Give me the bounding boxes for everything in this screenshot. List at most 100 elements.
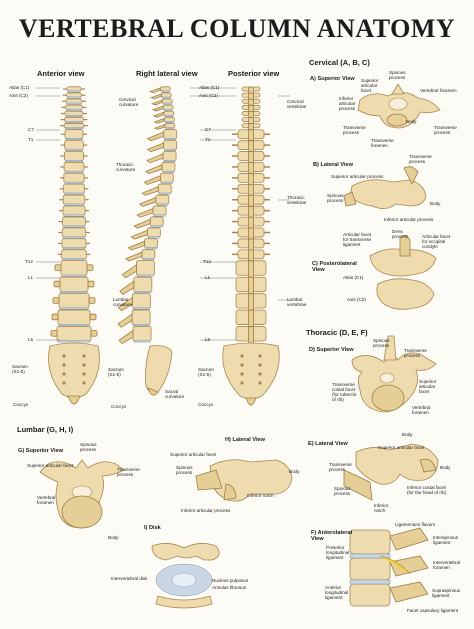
cervical-a-title: A) Superior View	[310, 76, 355, 82]
posterior-view-heading: Posterior view	[228, 69, 280, 78]
cervical-b-body: Body	[430, 201, 441, 206]
lumbar-superior-view-illustration	[39, 459, 125, 529]
cervical-curvature-label: Cervical curvature	[119, 97, 139, 108]
lumbar-g-superior-articular-facet: Superior articular facet	[27, 463, 74, 468]
cervical-posterolateral-view-illustration	[369, 235, 437, 310]
middle-t12-label: T12	[203, 259, 211, 264]
cervical-a-transverse-foramen: Transverse foramen	[371, 138, 394, 149]
lumbar-lateral-view-illustration	[195, 459, 293, 502]
lumbar-i-annulus-fibrosus: Annulus fibrosus	[212, 585, 246, 590]
thoracic-f-facet-capsulary-ligament: Facet capsulary ligament	[407, 608, 459, 613]
thoracic-e-superior-articular-facet: Superior articular facet	[378, 445, 425, 450]
cervical-vertebrae-label: Cervical vertebrae	[287, 99, 307, 110]
vertebra-anterior	[56, 325, 92, 342]
cervical-b-inferior-articular-process: Inferior articular process	[384, 217, 434, 222]
lumbar-h-body: Body	[289, 469, 300, 474]
middle-l1-label: L1	[205, 275, 211, 280]
middle-atlas-label: Atlas (C1)	[199, 85, 220, 90]
cervical-a-transverse-process-left: Transverse process	[343, 125, 366, 136]
thoracic-e-spinous-process: Spinous process	[334, 486, 351, 497]
middle-axis-label: Axis (C2)	[199, 93, 218, 98]
vertebra-anterior	[59, 276, 89, 293]
cervical-c-articular-facet-occipital: Articular facet for occipital condyle	[422, 234, 451, 250]
thoracic-superior-view-illustration	[351, 335, 437, 413]
vertebra-anterior	[62, 205, 86, 216]
thoracic-e-body: Body	[440, 465, 451, 470]
page-title: VERTEBRAL COLUMN ANATOMY	[18, 14, 456, 43]
thoracic-e-inferior-costal-facet: Inferior costal facet (for the head of r…	[407, 485, 447, 496]
anterior-axis-label: Axis (C2)	[9, 93, 28, 98]
lumbar-h-title: H) Lateral View	[225, 437, 266, 443]
vertebra-anterior	[58, 293, 90, 309]
lumbar-vertebrae-label: Lumbar vertebrae	[287, 297, 307, 308]
thoracic-f-interspinous-ligament: Interspinous ligament	[433, 535, 459, 546]
spine-anterior-illustration	[48, 86, 100, 405]
cervical-a-inferior-articular-process: Inferior articular process	[339, 96, 356, 112]
vertebra-anterior	[62, 216, 86, 227]
lumbar-g-vertebral-foramen: Vertebral foramen	[37, 495, 56, 506]
cervical-b-title: B) Lateral View	[313, 162, 354, 168]
cervical-b-spinous-process: Spinous process	[327, 193, 344, 204]
cervical-c-articular-facet-transverse: Articular facet for transverse ligament	[343, 232, 372, 248]
anterior-coccyx-label: Coccyx	[13, 402, 29, 407]
thoracic-lateral-view-illustration	[343, 443, 439, 501]
sacral-curvature-label: Sacral curvature	[165, 389, 185, 400]
anterior-l5-label: L5	[28, 337, 34, 342]
anterior-view-heading: Anterior view	[37, 69, 85, 78]
cervical-c-axis: Axis (C2)	[347, 297, 366, 302]
vertebra-anterior	[63, 172, 85, 183]
lumbar-h-superior-articular-facet: Superior articular facet	[170, 452, 217, 457]
thoracic-f-intervertebral-foramen: Intervertebral foramen	[433, 560, 461, 571]
lateral-view-heading: Right lateral view	[136, 69, 198, 78]
vertebra-anterior	[57, 309, 91, 326]
lumbar-g-title: G) Superior View	[18, 448, 63, 454]
cervical-c-dens-process: Dens process	[392, 229, 409, 240]
thoracic-curvature-label: Thoracic curvature	[116, 162, 136, 173]
cervical-c-atlas: Atlas (C1)	[343, 275, 364, 280]
vertebra-anterior	[64, 150, 85, 162]
lumbar-g-body: Body	[108, 535, 119, 540]
vertebra-anterior	[61, 238, 87, 249]
vertebra-anterior	[62, 194, 86, 205]
cervical-b-superior-articular-process: Superior articular process	[331, 174, 384, 179]
middle-sacrum-label: Sacrum (S1-5)	[198, 367, 214, 378]
thoracic-e-inferior-notch: Inferior notch	[374, 503, 389, 514]
thoracic-d-title: D) Superior View	[309, 347, 354, 353]
thoracic-vertebrae-label: Thoracic vertebrae	[287, 195, 307, 206]
thoracic-heading: Thoracic (D, E, F)	[306, 328, 368, 337]
lumbar-g-spinous-process: Spinous process	[80, 442, 97, 453]
thoracic-anterolateral-view-illustration	[349, 527, 429, 607]
vertebra-anterior	[64, 140, 84, 151]
cervical-heading: Cervical (A, B, C)	[309, 58, 370, 67]
lumbar-disk-illustration	[151, 543, 220, 609]
thoracic-e-transverse-process: Transverse process	[329, 462, 352, 473]
thoracic-f-supraspinous-ligament: Supraspinous ligament	[432, 588, 461, 599]
anterior-sacrum-label: Sacrum (S1-5)	[12, 364, 28, 375]
cervical-superior-view-illustration	[357, 83, 441, 129]
lumbar-i-nucleus-pulposus: Nucleus pulposus	[212, 578, 249, 583]
middle-l5-label: L5	[205, 337, 211, 342]
middle-c7-label: C7	[205, 127, 211, 132]
leader-lines	[36, 87, 290, 341]
thoracic-d-transverse-process: Transverse process	[404, 348, 427, 359]
middle-t1-label: T1	[205, 137, 211, 142]
thoracic-f-anterior-longitudinal-ligament: Anterior longitudinal ligament	[325, 585, 349, 601]
lumbar-curvature-label: Lumbar curvature	[113, 297, 133, 308]
vertebra-anterior	[60, 260, 88, 276]
cervical-a-transverse-process-right: Transverse process	[434, 125, 457, 136]
cervical-c-title: C) Posterolateral View	[312, 261, 357, 274]
anterior-c7-label: C7	[28, 127, 34, 132]
lumbar-g-transverse-process: Transverse process	[117, 467, 140, 478]
anterior-atlas-label: Atlas (C1)	[9, 85, 30, 90]
thoracic-d-body: Body	[402, 432, 413, 437]
cervical-a-vertebral-foramen: Vertebral foramen	[420, 88, 457, 93]
anterior-t1-label: T1	[28, 137, 34, 142]
lumbar-i-title: I) Disk	[144, 525, 161, 531]
lumbar-h-spinous-process: Spinous process	[176, 465, 193, 476]
cervical-a-spinous-process: Spinous process	[389, 70, 406, 81]
vertebra-anterior	[61, 227, 87, 238]
cervical-a-superior-articular-facet: Superior articular facet	[361, 78, 379, 94]
spine-lateral-illustration	[117, 86, 178, 396]
anterior-l1-label: L1	[28, 275, 34, 280]
